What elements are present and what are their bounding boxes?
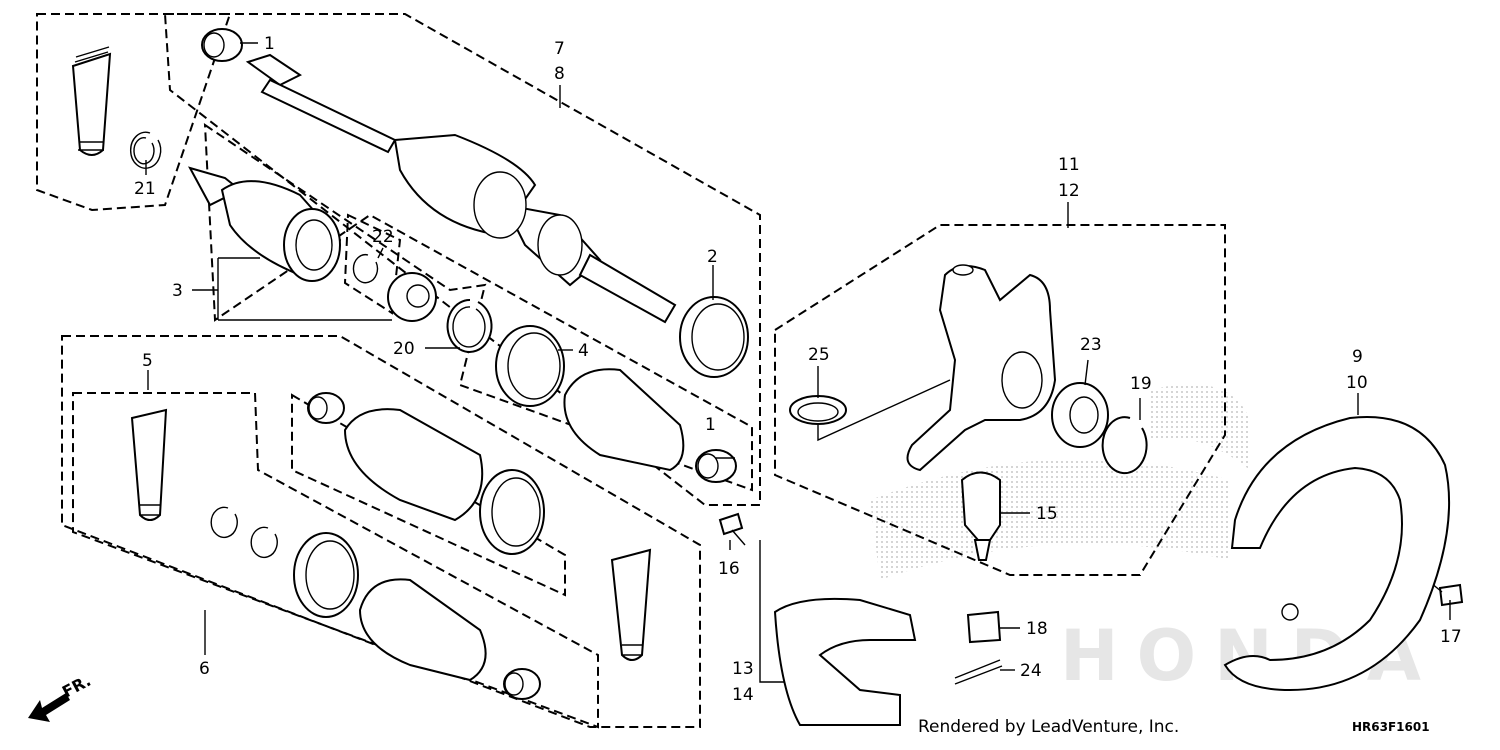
callout-25: 25 xyxy=(808,345,830,365)
callout-13: 13 xyxy=(732,659,754,679)
frame-joint-parts xyxy=(343,213,402,315)
callout-3: 3 xyxy=(172,281,183,301)
callout-10: 10 xyxy=(1346,373,1368,393)
callout-4: 4 xyxy=(578,341,589,361)
callout-9: 9 xyxy=(1352,347,1363,367)
callout-15: 15 xyxy=(1036,504,1058,524)
brake-disc-cover xyxy=(1223,416,1451,692)
frame-inner-joint-set xyxy=(203,123,753,492)
leader-22 xyxy=(377,247,384,259)
circlip-20 xyxy=(446,298,493,353)
callout-24: 24 xyxy=(1020,661,1042,681)
boot-band-2 xyxy=(679,296,749,378)
steering-knuckle xyxy=(906,264,1057,472)
drive-shaft-assembly xyxy=(245,53,677,324)
castle-nut-18 xyxy=(966,610,1002,644)
circlip-25 xyxy=(789,395,847,425)
leader-23 xyxy=(1084,359,1089,386)
boot-band-small-left xyxy=(307,392,345,424)
frame-driveshaft-assembly xyxy=(163,13,761,506)
boot-band-1-right xyxy=(695,449,737,483)
boot-band-large-left xyxy=(293,532,359,618)
knuckle-guard xyxy=(773,597,917,726)
callout-18: 18 xyxy=(1026,619,1048,639)
grease-tube-lower-right xyxy=(610,548,652,661)
front-direction-arrow: FR. xyxy=(28,671,94,722)
callout-7: 7 xyxy=(554,39,565,59)
boot-lower xyxy=(358,578,487,682)
leader-25 xyxy=(817,366,951,442)
leader-13-14 xyxy=(759,540,785,683)
circlip-inner-small-b xyxy=(250,526,278,558)
callout-5: 5 xyxy=(142,351,153,371)
callout-14: 14 xyxy=(732,685,754,705)
circlip-21 xyxy=(129,131,162,169)
diagram-code: HR63F1601 xyxy=(1352,720,1430,734)
callout-6: 6 xyxy=(199,659,210,679)
frame-boot-kit-outer xyxy=(61,335,701,728)
callout-1-top: 1 xyxy=(264,34,275,54)
tripod-joint xyxy=(387,272,437,322)
boot-mid xyxy=(343,408,484,522)
ball-joint-15 xyxy=(960,471,1001,561)
grease-tube-top xyxy=(71,46,112,156)
callout-23: 23 xyxy=(1080,335,1102,355)
boot-band-large-mid xyxy=(479,469,545,555)
grease-tube-lower-left xyxy=(130,408,168,521)
callout-8: 8 xyxy=(554,64,565,84)
circlip-inner-small-a xyxy=(210,506,238,538)
boot-upper-right xyxy=(563,368,685,472)
wheel-bearing-23 xyxy=(1051,382,1109,448)
callout-1-right: 1 xyxy=(705,415,716,435)
credit-text: Rendered by LeadVenture, Inc. xyxy=(918,717,1179,737)
callout-19: 19 xyxy=(1130,374,1152,394)
frame-boot-kit-inner xyxy=(72,392,599,729)
callout-11: 11 xyxy=(1058,155,1080,175)
circlip-22 xyxy=(352,253,379,284)
callout-16: 16 xyxy=(718,559,740,579)
frame-knuckle-assembly xyxy=(774,224,1226,576)
circlip-19 xyxy=(1101,416,1148,475)
bolt-16 xyxy=(718,512,746,546)
inner-joint-housing xyxy=(187,166,342,282)
callout-22: 22 xyxy=(372,227,394,247)
boot-band-1-top xyxy=(201,28,243,62)
leader-3 xyxy=(192,257,392,321)
boot-band-small-bottom xyxy=(503,668,541,700)
callout-12: 12 xyxy=(1058,181,1080,201)
callout-17: 17 xyxy=(1440,627,1462,647)
callout-2: 2 xyxy=(707,247,718,267)
callout-20: 20 xyxy=(393,339,415,359)
callout-21: 21 xyxy=(134,179,156,199)
cotter-pin-24 xyxy=(954,659,1003,685)
boot-band-4 xyxy=(495,325,565,407)
